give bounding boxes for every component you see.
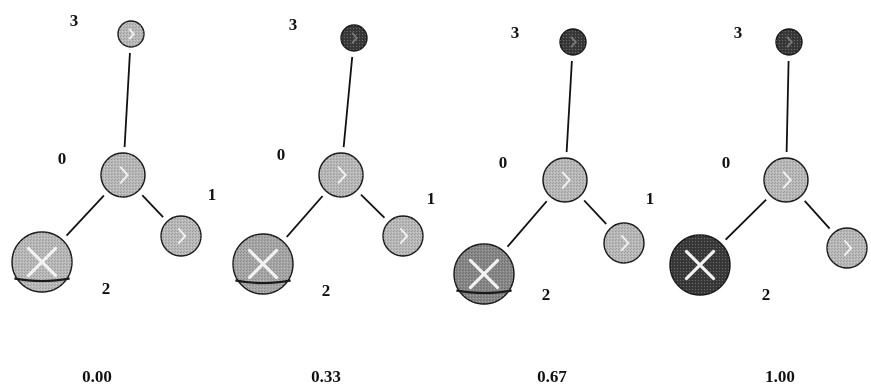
cross-icon <box>247 248 279 280</box>
edge-0-2 <box>724 199 767 241</box>
node-1 <box>160 215 202 257</box>
node-2 <box>453 243 515 305</box>
node-1 <box>382 215 424 257</box>
panel-caption: 0.33 <box>311 367 341 386</box>
panel-caption: 1.00 <box>765 367 795 386</box>
node-3-label: 3 <box>511 23 520 42</box>
node-1 <box>826 227 868 269</box>
node-3 <box>775 28 803 56</box>
chevron-right-icon <box>177 228 187 244</box>
node-2-label: 2 <box>102 279 111 298</box>
node-0 <box>542 157 588 203</box>
panel-2: 3 0 1 2 0.33 <box>232 15 436 386</box>
node-3-label: 3 <box>734 23 743 42</box>
edge-0-2 <box>286 195 324 238</box>
node-2-label: 2 <box>322 281 331 300</box>
node-2-label: 2 <box>542 285 551 304</box>
node-0-label: 0 <box>277 145 286 164</box>
edge-0-1 <box>804 200 831 230</box>
chevron-right-icon <box>620 235 630 251</box>
edge-0-3 <box>123 52 131 148</box>
node-2-label: 2 <box>762 285 771 304</box>
panel-4: 3 0 2 1.00 <box>669 23 868 386</box>
edge-0-3 <box>785 60 790 153</box>
edge-0-1 <box>360 193 386 219</box>
chevron-right-icon <box>119 166 129 184</box>
node-1 <box>603 222 645 264</box>
node-3 <box>340 24 368 52</box>
panel-1: 3 0 1 2 0.00 <box>11 11 217 386</box>
node-3-label: 3 <box>70 11 79 30</box>
edge-0-1 <box>141 194 164 218</box>
chevron-right-icon <box>128 28 136 40</box>
chevron-right-icon <box>570 36 578 48</box>
node-0-label: 0 <box>58 149 67 168</box>
node-2 <box>11 231 73 293</box>
edge-0-3 <box>565 60 573 153</box>
node-0 <box>100 152 146 198</box>
node-0 <box>763 157 809 203</box>
chevron-right-icon <box>786 36 794 48</box>
node-3 <box>117 20 145 48</box>
chevron-right-icon <box>399 228 409 244</box>
edge-0-2 <box>506 200 548 248</box>
node-0-label: 0 <box>722 153 731 172</box>
node-2 <box>232 233 294 295</box>
chevron-right-icon <box>351 32 359 44</box>
cross-icon <box>684 249 716 281</box>
chevron-right-icon <box>782 171 792 189</box>
panel-3: 3 0 1 2 0.67 <box>453 23 655 386</box>
chevron-right-icon <box>843 240 853 256</box>
edge-0-3 <box>342 56 354 148</box>
panel-caption: 0.67 <box>537 367 567 386</box>
edge-0-1 <box>583 199 607 225</box>
node-0-label: 0 <box>499 153 508 172</box>
node-2 <box>669 234 731 296</box>
node-1-label: 1 <box>208 185 217 204</box>
chevron-right-icon <box>337 166 347 184</box>
chevron-right-icon <box>561 171 571 189</box>
node-0 <box>318 152 364 198</box>
node-1-label: 1 <box>427 189 436 208</box>
edge-0-2 <box>65 194 105 237</box>
node-1-label: 1 <box>646 189 655 208</box>
node-3 <box>559 28 587 56</box>
cross-icon <box>468 258 500 290</box>
node-3-label: 3 <box>289 15 298 34</box>
panel-caption: 0.00 <box>82 367 112 386</box>
cross-icon <box>26 246 58 278</box>
